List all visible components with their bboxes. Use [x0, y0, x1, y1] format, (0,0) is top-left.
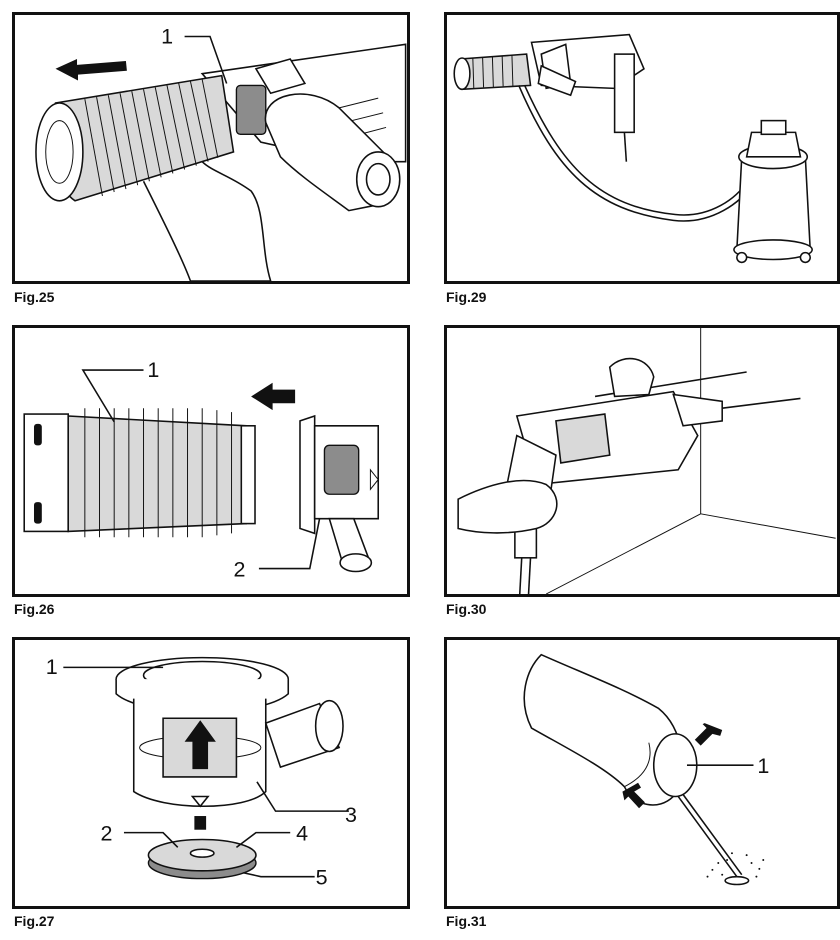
fig25-illustration: 1 [35, 24, 407, 281]
figure-27-panel: 1 3 2 4 5 [12, 637, 410, 909]
figure-30-panel [444, 325, 840, 597]
vacuum-cleaner-icon [733, 119, 813, 264]
fig31-label-1: 1 [757, 754, 769, 778]
fig31-illustration: 1 [523, 653, 769, 886]
fig25-label-1: 1 [161, 24, 173, 48]
bellows-icon [23, 408, 256, 538]
fig27-illustration: 1 3 2 4 5 [46, 655, 357, 889]
fig29-caption: Fig.29 [446, 289, 487, 305]
fig27-label-2: 2 [100, 821, 112, 845]
fig26-illustration: 1 2 [23, 358, 380, 581]
arrow-icon [251, 382, 296, 411]
fig27-label-1: 1 [46, 655, 58, 679]
arrow-icon [622, 782, 645, 809]
arrow-icon [694, 723, 723, 746]
fig30-caption: Fig.30 [446, 601, 487, 617]
fig27-label-3: 3 [345, 803, 357, 827]
fig27-caption: Fig.27 [14, 913, 55, 929]
arrow-icon [184, 720, 216, 770]
fig25-caption: Fig.25 [14, 289, 55, 305]
fig26-label-1: 1 [147, 358, 159, 382]
fig29-illustration [453, 33, 813, 264]
figure-31-panel: 1 [444, 637, 840, 909]
figure-25-panel: 1 [12, 12, 410, 284]
fig27-label-4: 4 [296, 821, 308, 845]
arrow-icon [55, 59, 127, 81]
figure-29-panel [444, 12, 840, 284]
figure-26-panel: 1 2 [12, 325, 410, 597]
fig26-label-2: 2 [233, 557, 245, 581]
blower-bulb-icon [652, 733, 743, 878]
fig27-label-5: 5 [316, 865, 328, 889]
fig30-illustration [457, 328, 836, 594]
fig26-caption: Fig.26 [14, 601, 55, 617]
fig31-caption: Fig.31 [446, 913, 487, 929]
